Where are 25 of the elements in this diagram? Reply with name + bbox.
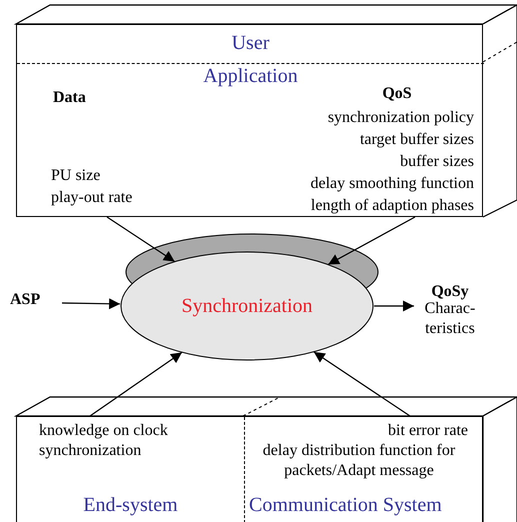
- parameter-text: delay smoothing function: [309, 174, 474, 194]
- parameter-text: bit error rate: [387, 421, 468, 441]
- parameter-text: synchronization policy: [326, 108, 474, 128]
- column-heading: QoS: [381, 84, 413, 104]
- arrow: [314, 351, 410, 416]
- parameter-text: buffer sizes: [399, 152, 474, 172]
- parameter-text: delay distribution function for packets/Adapt message: [262, 441, 456, 481]
- parameter-text: PU size: [51, 166, 102, 186]
- arrow: [374, 300, 414, 312]
- arrow: [328, 216, 416, 265]
- parameter-text: length of adaption phases: [310, 196, 474, 216]
- parameter-text: knowledge on clock synchronization: [39, 421, 169, 461]
- layer-title: Application: [202, 64, 299, 88]
- parameter-text: play-out rate: [51, 188, 134, 208]
- column-heading: Data: [53, 88, 87, 108]
- parameter-text: target buffer sizes: [358, 130, 474, 150]
- layer-title: End-system: [82, 493, 179, 517]
- layer-title: User: [230, 31, 270, 55]
- output-heading: QoSy: [430, 282, 470, 302]
- arrow: [106, 216, 176, 262]
- input-label: ASP: [10, 290, 62, 316]
- output-label: Charac- teristics: [424, 300, 476, 339]
- layer-title: Communication System: [249, 493, 443, 517]
- process-label: Synchronization: [180, 294, 314, 318]
- arrow: [62, 298, 120, 310]
